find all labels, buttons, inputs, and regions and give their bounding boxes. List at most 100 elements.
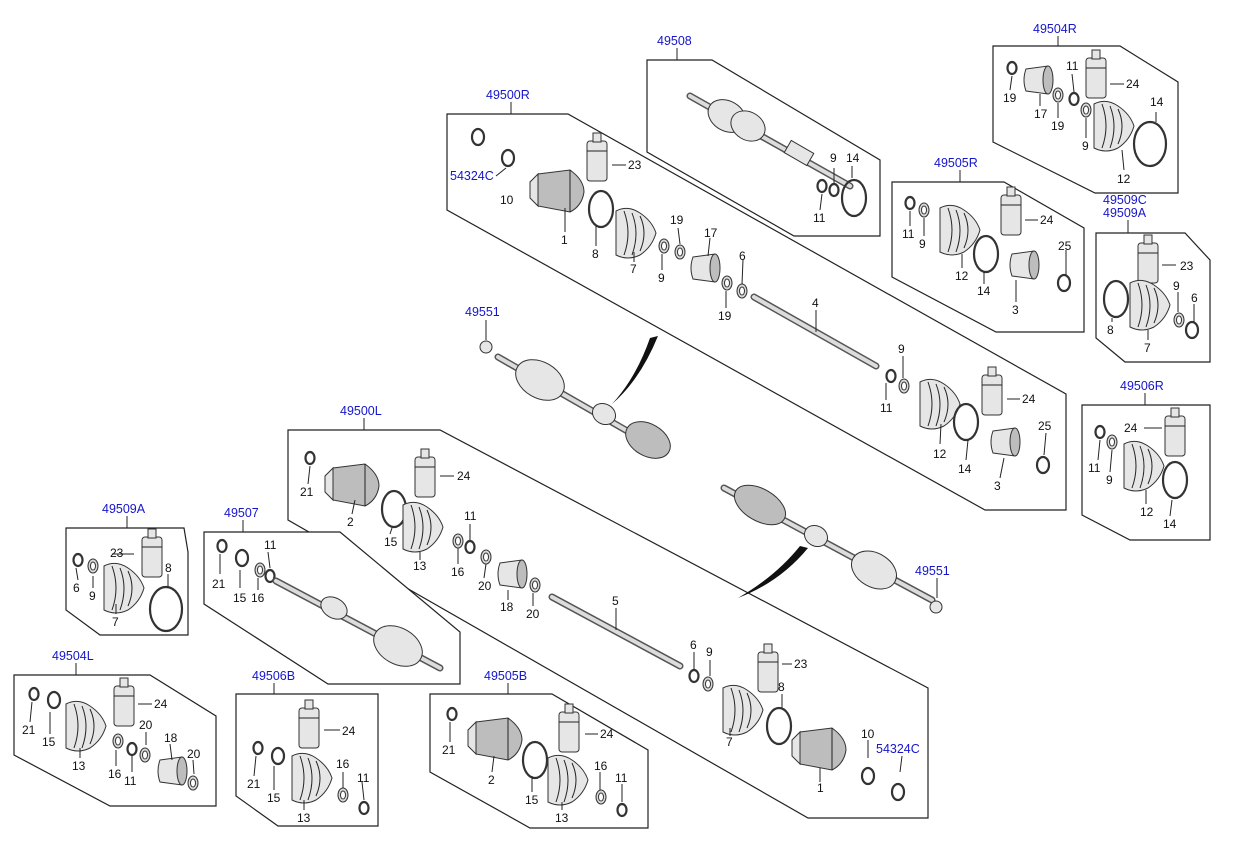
part-number-leaders bbox=[29, 73, 1195, 810]
num-7: 7 bbox=[112, 615, 119, 629]
num-15: 15 bbox=[267, 791, 281, 805]
num-24: 24 bbox=[600, 727, 614, 741]
num-19: 19 bbox=[1051, 119, 1065, 133]
ref-49508[interactable]: 49508 bbox=[657, 34, 692, 48]
num-11: 11 bbox=[615, 771, 628, 785]
num-20: 20 bbox=[187, 747, 201, 761]
num-16: 16 bbox=[108, 767, 122, 781]
num-21: 21 bbox=[442, 743, 456, 757]
num-20: 20 bbox=[478, 579, 492, 593]
shaft-assembly-49508 bbox=[686, 92, 868, 218]
num-3: 3 bbox=[1012, 303, 1019, 317]
num-18: 18 bbox=[500, 600, 514, 614]
num-19: 19 bbox=[718, 309, 732, 323]
num-15: 15 bbox=[233, 591, 247, 605]
ref-49509A-left[interactable]: 49509A bbox=[102, 502, 146, 516]
ref-49506B[interactable]: 49506B bbox=[252, 669, 295, 683]
num-21: 21 bbox=[247, 777, 261, 791]
num-24: 24 bbox=[1126, 77, 1140, 91]
num-8: 8 bbox=[1107, 323, 1114, 337]
num-4: 4 bbox=[812, 296, 819, 310]
num-25: 25 bbox=[1058, 239, 1072, 253]
num-23: 23 bbox=[110, 546, 124, 560]
num-16: 16 bbox=[251, 591, 265, 605]
num-12: 12 bbox=[1117, 172, 1131, 186]
num-9: 9 bbox=[919, 237, 926, 251]
num-7: 7 bbox=[630, 262, 637, 276]
num-20: 20 bbox=[526, 607, 540, 621]
part-numbers: 10 1 23 8 7 9 19 17 6 19 4 11 9 12 24 14… bbox=[22, 59, 1198, 825]
ref-49500L[interactable]: 49500L bbox=[340, 404, 382, 418]
num-8: 8 bbox=[778, 680, 785, 694]
num-24: 24 bbox=[1040, 213, 1054, 227]
num-24: 24 bbox=[342, 724, 356, 738]
num-8: 8 bbox=[165, 561, 172, 575]
num-2: 2 bbox=[488, 773, 495, 787]
num-10: 10 bbox=[500, 193, 514, 207]
num-15: 15 bbox=[42, 735, 56, 749]
ref-49509A-right[interactable]: 49509A bbox=[1103, 206, 1147, 220]
ref-49509C[interactable]: 49509C bbox=[1103, 193, 1147, 207]
num-8: 8 bbox=[592, 247, 599, 261]
shaft-assembly-49500L bbox=[304, 448, 906, 802]
num-6: 6 bbox=[739, 249, 746, 263]
ref-49505B[interactable]: 49505B bbox=[484, 669, 527, 683]
ref-54324C-top[interactable]: 54324C bbox=[450, 169, 494, 183]
num-13: 13 bbox=[555, 811, 569, 825]
num-24: 24 bbox=[1022, 392, 1036, 406]
reference-leaders bbox=[75, 36, 1146, 773]
num-24: 24 bbox=[457, 469, 471, 483]
assembly-box-49505B bbox=[429, 693, 649, 829]
num-13: 13 bbox=[72, 759, 86, 773]
num-1: 1 bbox=[817, 781, 824, 795]
num-6: 6 bbox=[1191, 291, 1198, 305]
num-6: 6 bbox=[690, 638, 697, 652]
num-11: 11 bbox=[813, 211, 826, 225]
ref-54324C-bottom[interactable]: 54324C bbox=[876, 742, 920, 756]
assembled-shaft-upper bbox=[479, 336, 671, 459]
ref-49507[interactable]: 49507 bbox=[224, 506, 259, 520]
num-14: 14 bbox=[1163, 517, 1177, 531]
num-2: 2 bbox=[347, 515, 354, 529]
num-17: 17 bbox=[1034, 107, 1048, 121]
parts-49507 bbox=[216, 538, 444, 672]
num-15: 15 bbox=[384, 535, 398, 549]
num-5: 5 bbox=[612, 594, 619, 608]
num-23: 23 bbox=[628, 158, 642, 172]
num-10: 10 bbox=[861, 727, 875, 741]
num-9: 9 bbox=[1173, 279, 1180, 293]
ref-49504L[interactable]: 49504L bbox=[52, 649, 94, 663]
ref-49551-bottom[interactable]: 49551 bbox=[915, 564, 950, 578]
num-18: 18 bbox=[164, 731, 178, 745]
num-21: 21 bbox=[22, 723, 36, 737]
num-7: 7 bbox=[1144, 341, 1151, 355]
ref-49551-top[interactable]: 49551 bbox=[465, 305, 500, 319]
num-16: 16 bbox=[336, 757, 350, 771]
num-11: 11 bbox=[124, 774, 137, 788]
ref-49506R[interactable]: 49506R bbox=[1120, 379, 1164, 393]
num-11: 11 bbox=[880, 401, 893, 415]
num-24: 24 bbox=[1124, 421, 1138, 435]
num-11: 11 bbox=[902, 227, 915, 241]
num-21: 21 bbox=[212, 577, 226, 591]
num-23: 23 bbox=[1180, 259, 1194, 273]
num-25: 25 bbox=[1038, 419, 1052, 433]
num-3: 3 bbox=[994, 479, 1001, 493]
num-23: 23 bbox=[794, 657, 808, 671]
num-17: 17 bbox=[704, 226, 718, 240]
num-19: 19 bbox=[1003, 91, 1017, 105]
num-1: 1 bbox=[561, 233, 568, 247]
ref-49500R[interactable]: 49500R bbox=[486, 88, 530, 102]
ref-49505R[interactable]: 49505R bbox=[934, 156, 978, 170]
num-9: 9 bbox=[1106, 473, 1113, 487]
num-12: 12 bbox=[1140, 505, 1154, 519]
num-9: 9 bbox=[830, 151, 837, 165]
num-14: 14 bbox=[1150, 95, 1164, 109]
num-14: 14 bbox=[977, 284, 991, 298]
ref-49504R[interactable]: 49504R bbox=[1033, 22, 1077, 36]
num-11: 11 bbox=[464, 509, 477, 523]
shaft-assembly-49500R bbox=[470, 127, 1051, 475]
num-9: 9 bbox=[658, 271, 665, 285]
assembled-shaft-lower bbox=[720, 484, 943, 614]
reference-labels: 49508 49504R 49500R 54324C 49505R 49509C… bbox=[52, 22, 1164, 756]
